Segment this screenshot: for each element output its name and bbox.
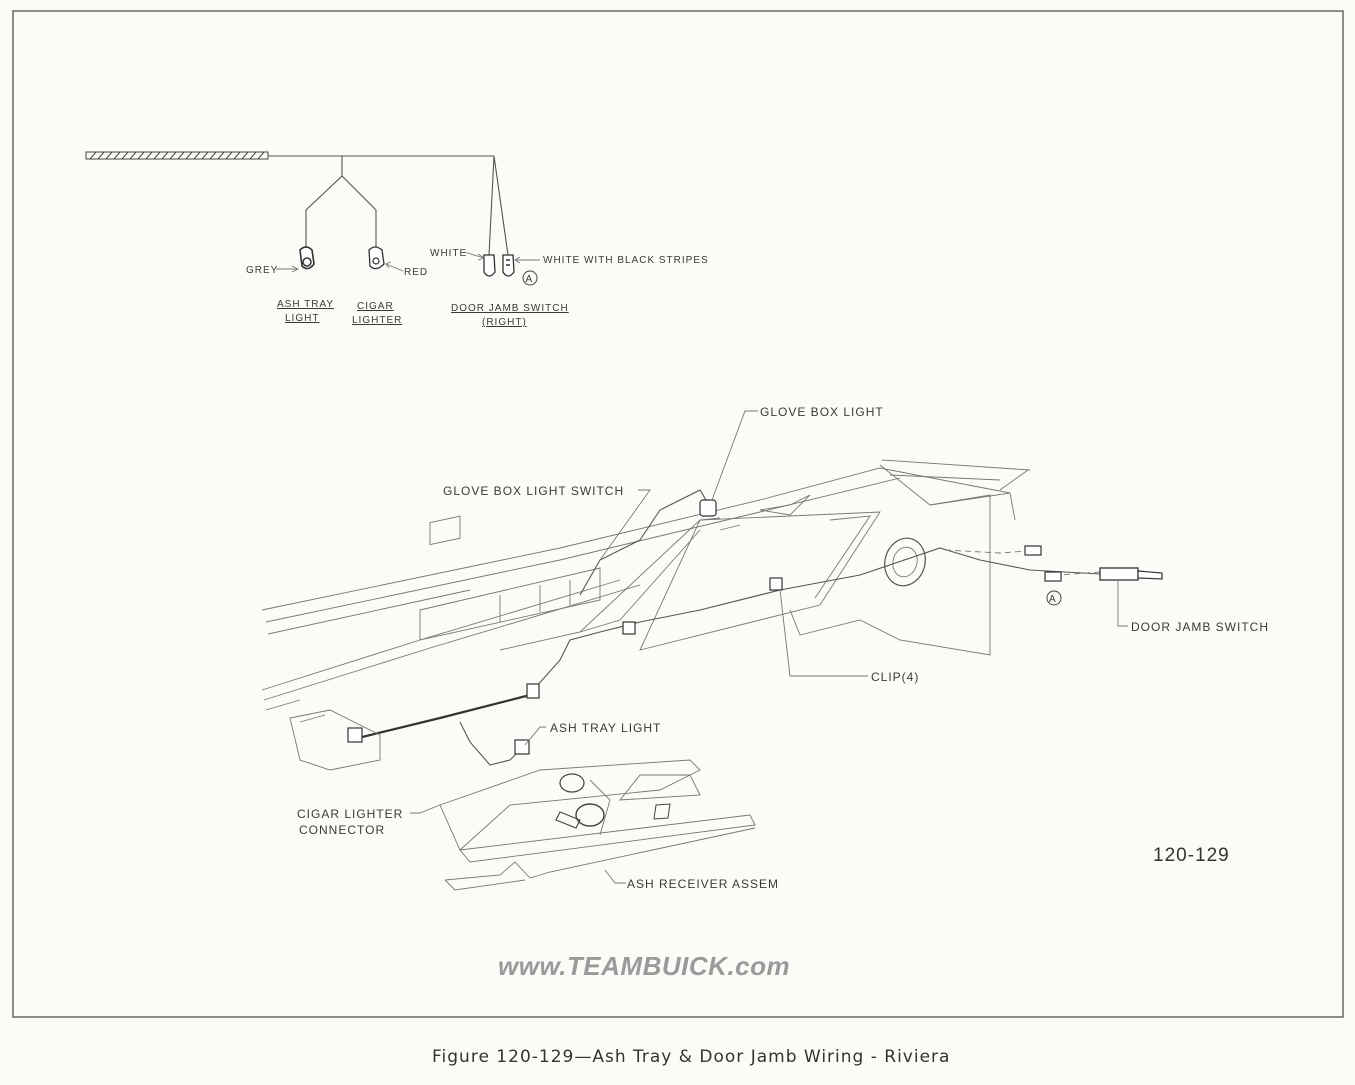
branch-wires [305,156,377,250]
glove-box-light-switch-label: GLOVE BOX LIGHT SWITCH [443,484,624,498]
figure-number: 120-129 [1153,845,1230,866]
door-jamb-label-1: DOOR JAMB SWITCH [451,303,569,314]
ash-tray-connector [299,246,315,270]
cigar-lighter-connector-label-2: CONNECTOR [299,823,385,837]
watermark: www.TEAMBUICK.com [498,951,791,981]
cigar-lighter-connector-label-1: CIGAR LIGHTER [297,807,403,821]
door-jamb-label-2: (RIGHT) [482,317,527,328]
ash-tray-light-label-2: LIGHT [285,313,319,324]
clip-label: CLIP(4) [871,670,919,684]
wiring-diagram: GREY RED WHITE WHITE WITH BLACK STRIPES … [12,10,1344,1018]
ash-receiver-label: ASH RECEIVER ASSEM [627,877,779,891]
marker-a-callout: A [1049,594,1057,605]
ash-tray-light-callout: ASH TRAY LIGHT [550,721,661,735]
cigar-lighter-label-1: CIGAR [357,301,394,312]
cigar-lighter-label-2: LIGHTER [352,315,402,326]
harness-sheath [85,151,269,160]
door-wires [488,155,509,256]
figure-border [12,10,1344,1018]
marker-a-circle [522,270,538,286]
figure-caption: Figure 120-129—Ash Tray & Door Jamb Wiri… [432,1047,951,1067]
ash-tray-light-label-1: ASH TRAY [277,299,334,310]
schematic: GREY RED WHITE WHITE WITH BLACK STRIPES … [85,151,709,328]
door-jamb-switch-label: DOOR JAMB SWITCH [1131,620,1269,634]
ash-receiver [439,759,756,891]
door-connectors [483,254,515,277]
red-label: RED [404,267,428,278]
marker-a-label: A [526,274,534,285]
diagram-frame: GREY RED WHITE WHITE WITH BLACK STRIPES … [12,10,1344,1018]
dash-assembly [261,410,1163,891]
cigar-connector [368,246,385,270]
glove-box-light-label: GLOVE BOX LIGHT [760,405,884,419]
white-label: WHITE [430,248,467,259]
white-black-label: WHITE WITH BLACK STRIPES [543,255,709,266]
grey-label: GREY [246,265,278,276]
